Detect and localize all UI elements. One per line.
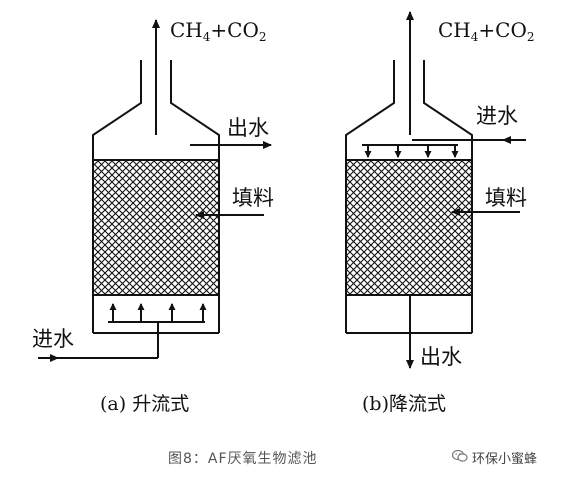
hood-left-wall-b — [345, 60, 395, 160]
wechat-icon — [451, 449, 468, 467]
packing-label-left: 填料 — [232, 186, 274, 210]
brand-name: 环保小蜜蜂 — [472, 452, 538, 467]
footer: 图8：AF厌氧生物滤池 环保小蜜蜂 — [0, 438, 566, 478]
packing-label-right: 填料 — [485, 186, 527, 210]
hood-left-wall — [92, 60, 142, 160]
gas-label-right: CH4+CO2 — [438, 18, 535, 44]
downflow-filter — [345, 11, 526, 369]
af-filter-diagram — [38, 11, 526, 369]
outlet-label-right: 出水 — [420, 345, 462, 369]
hood-right-wall-b — [423, 60, 473, 160]
packing-bed-right — [345, 159, 473, 296]
figure-caption: 图8：AF厌氧生物滤池 — [168, 451, 318, 467]
hood-right-wall — [170, 60, 220, 160]
outlet-label-left: 出水 — [227, 116, 269, 140]
gas-label-left: CH4+CO2 — [170, 18, 267, 44]
caption-downflow: (b)降流式 — [362, 393, 446, 415]
inlet-label-right: 进水 — [476, 104, 518, 128]
packing-bed-left — [92, 159, 220, 296]
brand-watermark: 环保小蜜蜂 — [451, 448, 538, 467]
caption-upflow: (a) 升流式 — [100, 393, 190, 415]
inlet-label-left: 进水 — [32, 327, 74, 351]
